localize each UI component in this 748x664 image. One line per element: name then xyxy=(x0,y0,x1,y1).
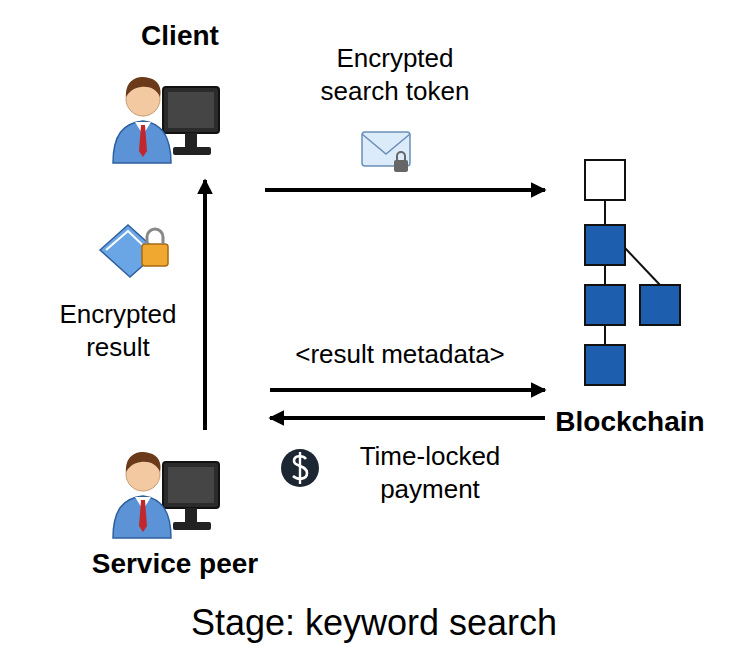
blockchain-figure xyxy=(585,160,680,385)
blockchain-node: Blockchain xyxy=(545,150,715,450)
arrow-connector xyxy=(270,416,545,420)
node-label: Client xyxy=(95,20,265,52)
caption: Stage: keyword search xyxy=(0,602,748,644)
payment-icon xyxy=(281,449,319,487)
service-peer-figure xyxy=(113,452,219,538)
arrow-connector xyxy=(203,180,207,430)
arrow-connector xyxy=(265,188,545,192)
edge-label: <result metadata> xyxy=(280,338,520,371)
arrow-connector xyxy=(270,388,545,392)
encrypted-file-icon xyxy=(100,225,168,277)
edge-label: Encrypted search token xyxy=(300,42,490,107)
envelope-icon xyxy=(362,132,410,172)
edge-label: Encrypted result xyxy=(43,298,193,363)
edge-label: Time-locked payment xyxy=(345,440,515,505)
service-peer-node: Service peer xyxy=(80,430,270,600)
client-node: Client xyxy=(95,20,265,180)
client-figure xyxy=(113,77,219,163)
node-label: Blockchain xyxy=(545,406,715,438)
node-label: Service peer xyxy=(80,548,270,580)
